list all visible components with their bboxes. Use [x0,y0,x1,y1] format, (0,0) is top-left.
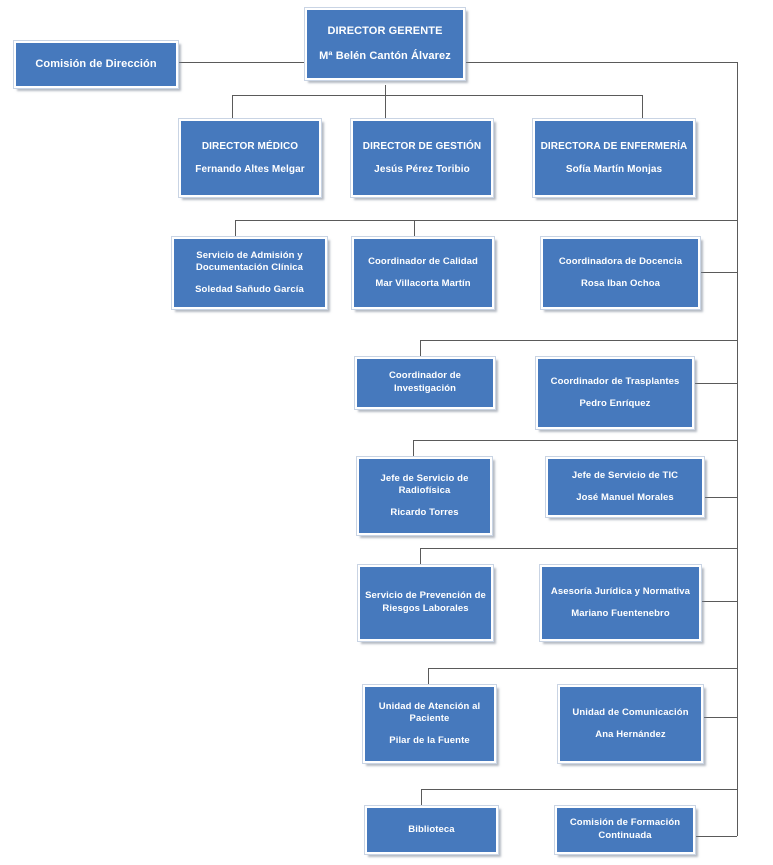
connector-row6-drop-left [420,548,421,565]
node-directora-enfermeria[interactable]: DIRECTORA DE ENFERMERÍA Sofía Martín Mon… [532,118,696,198]
node-person: Ricardo Torres [390,506,459,518]
node-title: Coordinador de Trasplantes [550,375,680,387]
node-admision[interactable]: Servicio de Admisión y Documentación Clí… [171,236,328,310]
node-person: Soledad Sañudo García [195,283,304,295]
connector-gerente-right [466,62,738,63]
node-asesoria[interactable]: Asesoría Jurídica y Normativa Mariano Fu… [539,564,702,642]
node-title: Coordinador de Calidad [368,255,478,267]
connector-row4-stub-right [694,383,737,384]
connector-row5-stub-right [704,497,737,498]
node-comunicacion[interactable]: Unidad de Comunicación Ana Hernández [557,684,704,764]
node-title: Unidad de Comunicación [572,706,689,718]
node-tic[interactable]: Jefe de Servicio de TIC José Manuel Mora… [545,456,705,518]
connector-row7-stub-right [703,717,737,718]
node-title: Comisión de Dirección [35,58,157,71]
node-person: Mariano Fuentenebro [571,607,670,619]
node-title: Servicio de Prevención de Riesgos Labora… [365,590,486,614]
node-title: Coordinador de Investigación [388,370,462,394]
node-title: Coordinadora de Docencia [558,255,683,267]
connector-row2-drop-right [642,95,643,119]
connector-row7-drop-left [428,668,429,685]
connector-row6-stub-right [701,601,737,602]
node-title: Jefe de Servicio de TIC [571,469,679,481]
connector-row3-drop-left [235,220,236,237]
node-person: Mª Belén Cantón Álvarez [319,50,451,63]
node-investigacion[interactable]: Coordinador de Investigación [354,356,496,410]
node-biblioteca[interactable]: Biblioteca [364,805,499,855]
connector-row2-drop-mid [385,85,386,119]
node-person: Sofía Martín Monjas [565,163,663,175]
connector-row7-bus [428,668,737,669]
connector-comision-to-gerente [178,62,306,63]
node-director-gerente[interactable]: DIRECTOR GERENTE Mª Belén Cantón Álvarez [304,7,466,81]
connector-row5-bus [413,440,737,441]
connector-row8-bus [421,789,737,790]
node-person: Rosa Iban Ochoa [580,277,661,289]
node-title: Asesoría Jurídica y Normativa [550,585,691,597]
node-director-gestion[interactable]: DIRECTOR DE GESTIÓN Jesús Pérez Toribio [350,118,494,198]
node-person: Pilar de la Fuente [389,734,470,746]
node-person: Fernando Altes Melgar [195,163,305,175]
connector-row8-drop-left [421,789,422,806]
node-title: DIRECTOR GERENTE [327,25,443,38]
node-title: Unidad de Atención al Paciente [378,700,481,725]
node-trasplantes[interactable]: Coordinador de Trasplantes Pedro Enríque… [535,356,695,430]
node-comision-direccion[interactable]: Comisión de Dirección [13,40,179,89]
node-atencion-paciente[interactable]: Unidad de Atención al Paciente Pilar de … [362,684,497,764]
node-prevencion[interactable]: Servicio de Prevención de Riesgos Labora… [357,564,494,642]
node-person: Pedro Enríquez [579,397,651,409]
connector-row4-bus [420,340,737,341]
node-director-medico[interactable]: DIRECTOR MÉDICO Fernando Altes Melgar [178,118,322,198]
node-docencia[interactable]: Coordinadora de Docencia Rosa Iban Ochoa [540,236,701,310]
node-title: Servicio de Admisión y Documentación Clí… [195,249,304,274]
connector-row3-bus [235,220,737,221]
connector-row3-drop-mid [414,220,415,237]
node-person: José Manuel Morales [576,491,674,503]
node-person: Jesús Pérez Toribio [374,163,470,175]
node-title: Comisión de Formación Continuada [569,817,681,841]
connector-row6-bus [420,548,737,549]
connector-row2-bus [232,95,642,96]
connector-row5-drop-left [413,440,414,457]
node-title: Biblioteca [408,823,455,835]
node-formacion-continuada[interactable]: Comisión de Formación Continuada [554,805,696,855]
node-title: DIRECTORA DE ENFERMERÍA [540,141,688,153]
node-title: DIRECTOR DE GESTIÓN [362,141,482,153]
node-radiofisica[interactable]: Jefe de Servicio de Radiofísica Ricardo … [356,456,493,536]
node-calidad[interactable]: Coordinador de Calidad Mar Villacorta Ma… [351,236,495,310]
node-person: Ana Hernández [595,728,666,740]
connector-row8-stub-right [694,836,737,837]
connector-main-spine [737,62,738,836]
connector-row4-drop-left [420,340,421,357]
node-person: Mar Villacorta Martín [375,277,471,289]
connector-row2-drop-left [232,95,233,119]
node-title: Jefe de Servicio de Radiofísica [380,472,469,497]
connector-row3-stub-right [700,272,737,273]
node-title: DIRECTOR MÉDICO [201,141,299,153]
